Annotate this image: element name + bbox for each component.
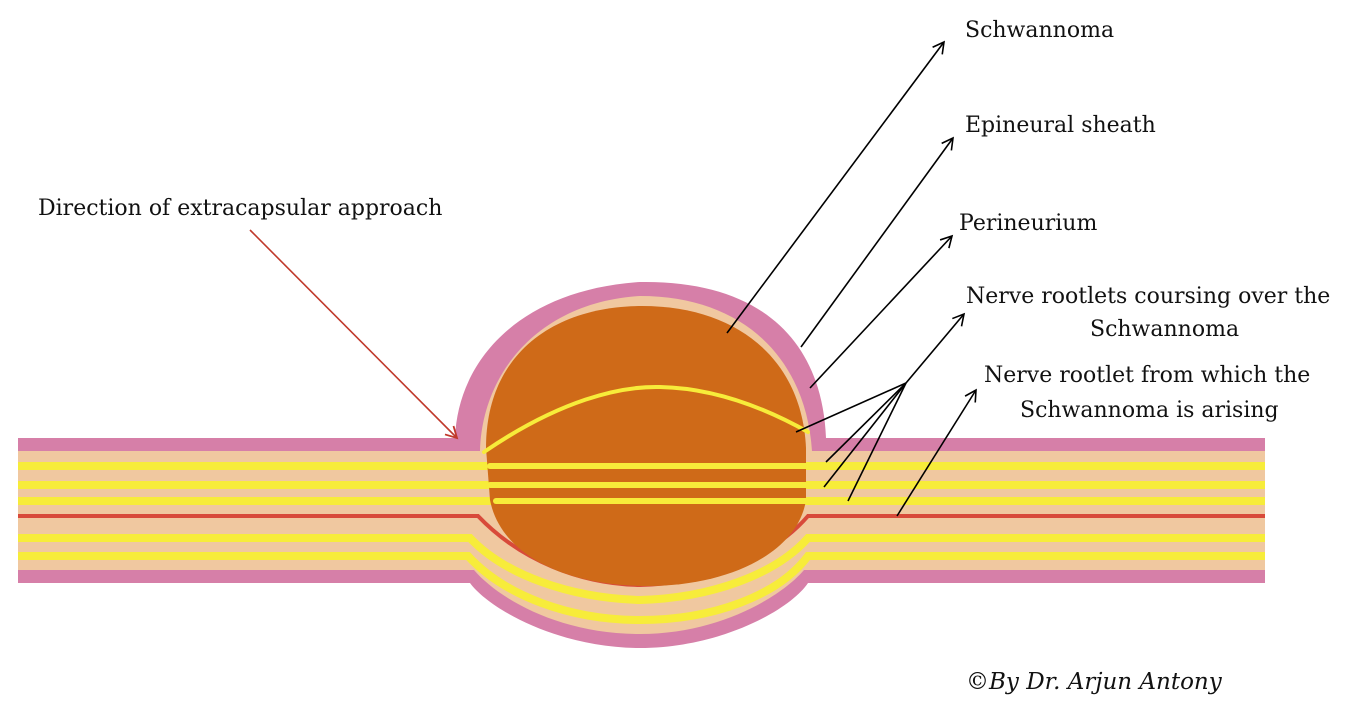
leader-rootlet-branch-3	[823, 382, 907, 488]
rootlets-over-tumor	[482, 384, 811, 504]
label-perineurium: Perineurium	[959, 211, 1098, 236]
label-approach: Direction of extracapsular approach	[38, 196, 443, 221]
label-schwannoma: Schwannoma	[965, 18, 1115, 43]
leader-epineural-sheath	[800, 136, 954, 348]
schwannoma-mass	[486, 306, 806, 586]
leader-rootlet-branch-1	[795, 382, 907, 433]
label-rootlets-over-line1: Nerve rootlets coursing over the	[966, 284, 1331, 309]
label-epineural-sheath: Epineural sheath	[965, 113, 1156, 138]
leader-schwannoma	[726, 40, 945, 334]
leader-rootlets-main	[905, 312, 966, 384]
leader-perineurium	[809, 234, 954, 389]
leader-arising-rootlet	[896, 388, 977, 517]
label-rootlet-arising-line1: Nerve rootlet from which the	[984, 363, 1311, 388]
label-rootlets-over-line2: Schwannoma	[1090, 317, 1240, 342]
leader-rootlet-branch-4	[847, 382, 907, 502]
approach-arrow	[249, 229, 459, 440]
credit-text: ©By Dr. Arjun Antony	[966, 669, 1222, 695]
leader-lines	[726, 40, 977, 517]
leader-rootlet-branch-2	[825, 382, 907, 463]
label-rootlet-arising-line2: Schwannoma is arising	[1020, 398, 1279, 423]
